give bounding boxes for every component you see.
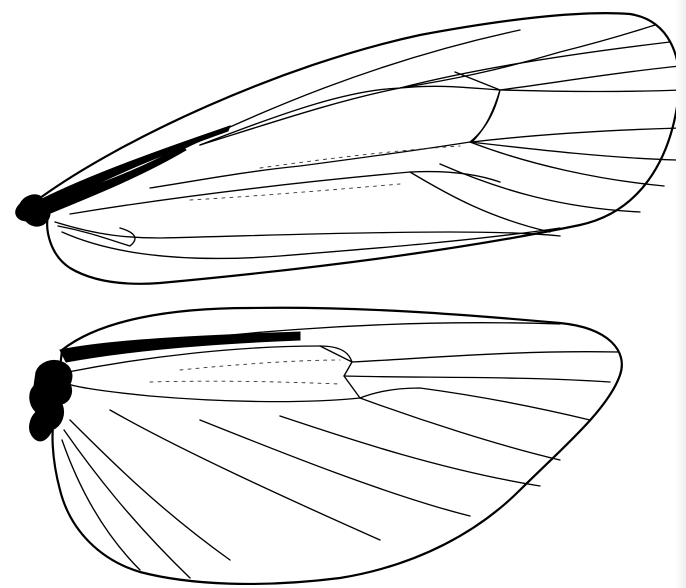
hindwing-vein-1a — [70, 420, 230, 560]
forewing-vein-m1 — [470, 142, 676, 160]
hindwing-vein-m1 — [360, 388, 590, 420]
hindwing-vein-cu2 — [110, 410, 380, 540]
forewing-vein-1a — [55, 222, 560, 238]
hindwing-fold-1 — [180, 360, 340, 370]
forewing-subcostal-base — [42, 146, 186, 214]
forewing-vein-r1 — [200, 25, 655, 145]
forewing-vein-r5 — [472, 90, 680, 142]
forewing — [16, 13, 682, 284]
forewing-vein-cu — [70, 172, 500, 214]
forewing-fold-2 — [260, 146, 460, 168]
forewing-vein-r4 — [500, 90, 682, 92]
forewing-vein-sc — [150, 30, 520, 165]
hindwing-vein-m3 — [280, 416, 540, 486]
forewing-vein-m2 — [470, 142, 664, 186]
hindwing-vein-rs2 — [344, 376, 610, 382]
page-edge-shadow — [676, 0, 686, 588]
hindwing-vein-rs1 — [352, 352, 618, 362]
hindwing-root — [30, 360, 72, 440]
hindwing-fold-2 — [150, 381, 340, 384]
forewing-vein-r3 — [455, 66, 680, 90]
forewing-vein-cu2 — [410, 172, 550, 232]
hindwing — [30, 308, 622, 584]
hindwing-vein-3a — [62, 440, 140, 570]
